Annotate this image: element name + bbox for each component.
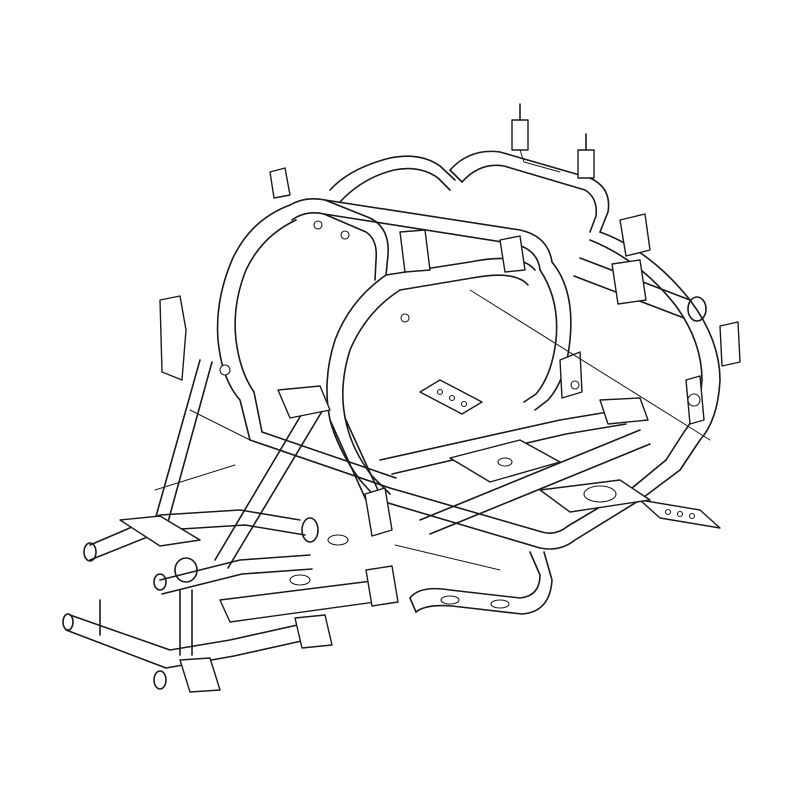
rear-mount-posts [511,103,595,179]
frame-brackets [119,167,741,693]
left-front-hoop [216,204,297,441]
front-a-arms [83,509,319,595]
front-lower-frame [62,534,391,690]
lower-frame-rails [249,409,681,550]
footrest-plate-right [539,479,721,529]
auxiliary-lines [154,289,711,571]
front-nerf-bar [409,551,553,615]
footrest-plate-center [419,379,561,483]
